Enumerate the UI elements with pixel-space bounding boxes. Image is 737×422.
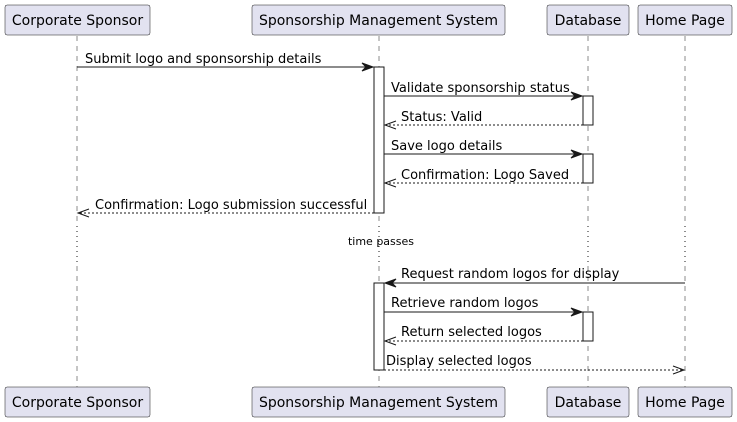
message-9: Return selected logos: [383, 325, 583, 346]
svg-text:Corporate Sponsor: Corporate Sponsor: [12, 13, 144, 29]
activation-system-2: [373, 282, 385, 371]
message-1: Submit logo and sponsorship details: [77, 52, 375, 72]
message-3: Status: Valid: [383, 110, 583, 130]
participant-sponsorship-management-system-bottom: Sponsorship Management System: [251, 386, 506, 418]
participant-database-bottom: Database: [546, 386, 630, 418]
svg-text:Sponsorship Management System: Sponsorship Management System: [259, 395, 498, 411]
participant-database-top: Database: [546, 4, 630, 36]
svg-text:Validate sponsorship status: Validate sponsorship status: [391, 81, 570, 96]
svg-text:Database: Database: [555, 395, 622, 411]
svg-text:Confirmation: Logo Saved: Confirmation: Logo Saved: [401, 168, 569, 183]
participant-home-page-top: Home Page: [637, 4, 733, 36]
message-5: Confirmation: Logo Saved: [383, 168, 583, 188]
svg-text:Status: Valid: Status: Valid: [401, 110, 482, 125]
svg-text:Request random logos for displ: Request random logos for display: [401, 267, 620, 282]
svg-text:Return selected logos: Return selected logos: [401, 325, 542, 340]
message-4: Save logo details: [384, 139, 584, 159]
svg-text:Submit logo and sponsorship de: Submit logo and sponsorship details: [85, 52, 322, 67]
message-7: Request random logos for display: [383, 267, 685, 288]
svg-text:Retrieve random logos: Retrieve random logos: [391, 296, 539, 311]
svg-text:Confirmation: Logo submission: Confirmation: Logo submission successful: [95, 198, 367, 213]
svg-text:Sponsorship Management System: Sponsorship Management System: [259, 13, 498, 29]
svg-text:Database: Database: [555, 13, 622, 29]
message-6: Confirmation: Logo submission successful: [76, 198, 374, 218]
svg-text:Corporate Sponsor: Corporate Sponsor: [12, 395, 144, 411]
message-2: Validate sponsorship status: [384, 81, 584, 101]
svg-text:Home Page: Home Page: [645, 395, 725, 411]
message-8: Retrieve random logos: [384, 296, 584, 317]
activation-database-3: [582, 311, 594, 342]
participant-corporate-sponsor-bottom: Corporate Sponsor: [4, 386, 151, 418]
delay-label: time passes: [348, 235, 414, 248]
delay-divider: time passes: [0, 226, 737, 262]
activation-database-2: [582, 153, 594, 184]
svg-text:Display selected logos: Display selected logos: [386, 354, 532, 369]
activation-system-1: [373, 66, 385, 214]
message-10: Display selected logos: [384, 354, 686, 375]
svg-text:Save logo details: Save logo details: [391, 139, 502, 154]
participant-sponsorship-management-system-top: Sponsorship Management System: [251, 4, 506, 36]
participant-corporate-sponsor-top: Corporate Sponsor: [4, 4, 151, 36]
activation-database-1: [582, 95, 594, 126]
participant-home-page-bottom: Home Page: [637, 386, 733, 418]
svg-text:Home Page: Home Page: [645, 13, 725, 29]
